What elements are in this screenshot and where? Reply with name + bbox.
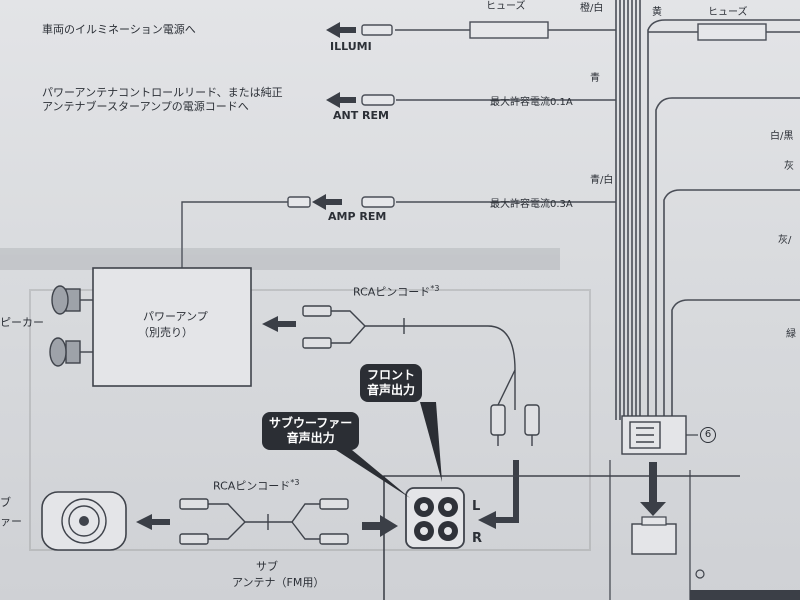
- head-unit-outline: [383, 475, 740, 600]
- sub-callout-line2: 音声出力: [286, 431, 335, 445]
- amp-rem-lead: [181, 196, 616, 268]
- rca-lower-text: RCAピンコード: [213, 479, 291, 493]
- illumi-lead: [361, 21, 616, 39]
- arrow-to-subwoofer: [136, 514, 170, 530]
- power-amp-note: （別売り）: [138, 326, 193, 339]
- amp-rem-max-current: 最大許容電流0.3A: [490, 199, 573, 210]
- ant-rem-max-current: 最大許容電流0.1A: [490, 97, 573, 108]
- wire-color-orange-white: 橙/白: [580, 3, 604, 14]
- fuse-right: [697, 23, 767, 41]
- arrow-to-amp: [262, 316, 296, 332]
- faded-reverse-print: [0, 248, 591, 551]
- rca-upper-text: RCAピンコード: [353, 285, 431, 299]
- arrow-into-panel: [362, 515, 398, 537]
- arrow-amp-rem: [312, 194, 342, 210]
- wire-color-green: 緑: [786, 329, 796, 340]
- illumi-label: ILLUMI: [330, 40, 372, 53]
- arrow-ant-rem: [326, 92, 356, 108]
- wire-color-gray: 灰: [784, 161, 794, 172]
- rca-jack-panel: [405, 487, 465, 549]
- speakers: [49, 285, 93, 367]
- harness-connector: [621, 415, 687, 455]
- speaker-label: ピーカー: [0, 316, 44, 329]
- connector-number-badge: 6: [700, 427, 716, 443]
- wire-color-blue-white: 青/白: [590, 175, 614, 186]
- rca-upper-label: RCAピンコード*3: [353, 282, 439, 300]
- wire-color-blue: 青: [590, 73, 600, 84]
- front-output-callout: フロント 音声出力: [360, 364, 423, 402]
- front-callout-line1: フロント: [367, 368, 416, 382]
- rca-cord-upper: [302, 305, 540, 446]
- wire-color-yellow: 黄: [652, 7, 662, 18]
- rca-jacks: [414, 497, 458, 541]
- front-callout-line2: 音声出力: [367, 383, 416, 397]
- jack-left-label: L: [472, 499, 481, 514]
- fuse-left-label: ヒューズ: [486, 1, 526, 12]
- ant-description-line1: パワーアンテナコントロールリード、または純正: [42, 86, 283, 99]
- rca-cord-lower: [179, 498, 349, 545]
- wire-color-white-black: 白/黒: [770, 131, 794, 142]
- wire-color-gray-black: 灰/: [778, 235, 792, 246]
- power-amp-box: [92, 267, 252, 387]
- antenna-label-line2: アンテナ（FM用）: [232, 576, 325, 589]
- ant-rem-label: ANT REM: [333, 109, 389, 122]
- amp-rem-label: AMP REM: [328, 210, 387, 223]
- rca-lower-note: *3: [290, 478, 300, 487]
- front-output-path: [495, 460, 519, 523]
- subwoofer-label-line1: ブ: [0, 496, 11, 509]
- jack-right-label: R: [472, 531, 483, 546]
- sub-callout-line1: サブウーファー: [269, 416, 353, 430]
- antenna-label-line1: サブ: [256, 560, 278, 573]
- rca-upper-note: *3: [430, 284, 440, 293]
- power-amp-label: パワーアンプ: [143, 310, 208, 323]
- rca-lower-label: RCAピンコード*3: [213, 476, 299, 494]
- illumi-description: 車両のイルミネーション電源へ: [42, 23, 196, 36]
- ant-rem-lead: [361, 94, 616, 106]
- ant-description-line2: アンテナブースターアンプの電源コードへ: [42, 100, 249, 113]
- arrow-illumi: [326, 22, 356, 38]
- subwoofer-label-line2: ァー: [0, 515, 22, 528]
- wire-bundle: [615, 0, 800, 420]
- subwoofer-output-callout: サブウーファー 音声出力: [262, 412, 360, 450]
- fuse-right-label: ヒューズ: [708, 7, 748, 18]
- head-unit-connector: [631, 523, 677, 555]
